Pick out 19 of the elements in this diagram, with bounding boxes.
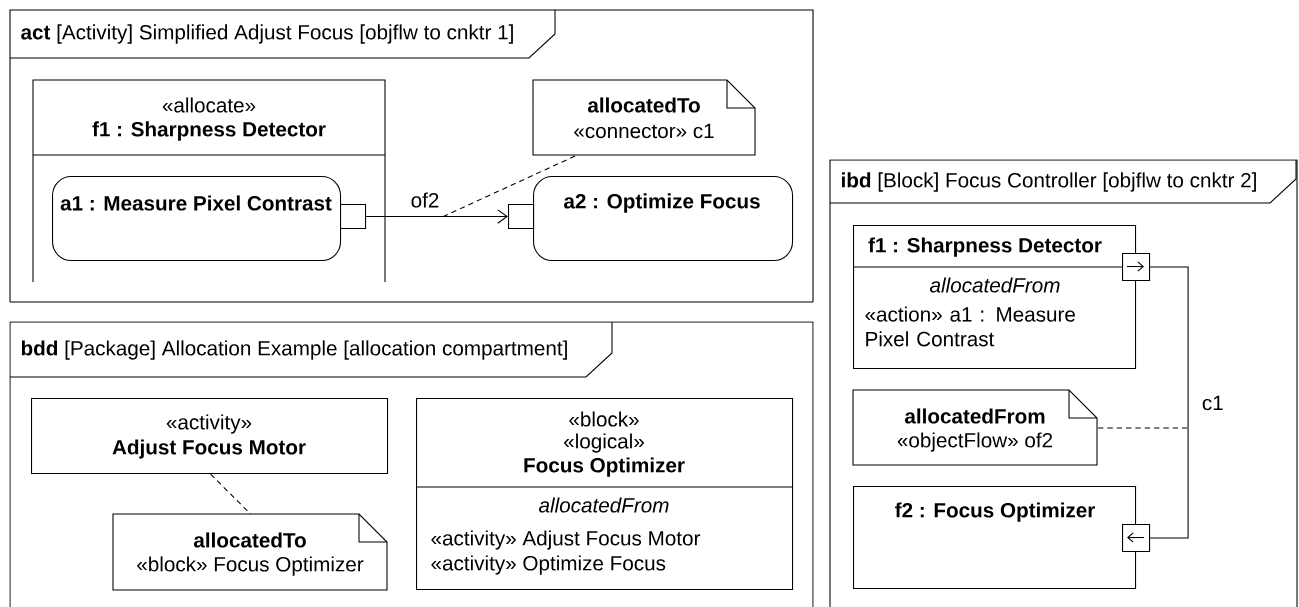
port-square — [1122, 524, 1151, 553]
edge-label: c1 — [1202, 395, 1223, 411]
action-box: a1 : Measure Pixel Contrast — [52, 176, 342, 262]
note-box: allocatedTo «connector» c1 — [532, 79, 756, 156]
arrow — [365, 209, 508, 224]
block-box: f1 : Sharpness Detector allocatedFrom «action» a1 : Measure Pixel Contrast — [852, 225, 1137, 370]
pin-square — [508, 204, 535, 230]
action-box: a2 : Optimize Focus — [533, 176, 794, 262]
note-box: allocatedFrom «objectFlow» of2 — [852, 389, 1098, 466]
dashed-line — [1097, 427, 1188, 429]
block-box: f2 : Focus Optimizer — [853, 486, 1137, 590]
port-square — [1122, 253, 1151, 282]
pin-square — [340, 204, 367, 230]
edge-label: of2 — [411, 192, 439, 208]
block-box: «activity» Adjust Focus Motor — [31, 398, 389, 475]
block-box: «block» «logical» Focus Optimizer allocatedFrom «activity» Adjust Focus Motor «activity» Optimize Focus — [415, 398, 794, 591]
connector-line — [1149, 266, 1189, 539]
note-box: allocatedTo «block» Focus Optimizer — [112, 513, 388, 591]
dashed-line — [210, 473, 252, 515]
